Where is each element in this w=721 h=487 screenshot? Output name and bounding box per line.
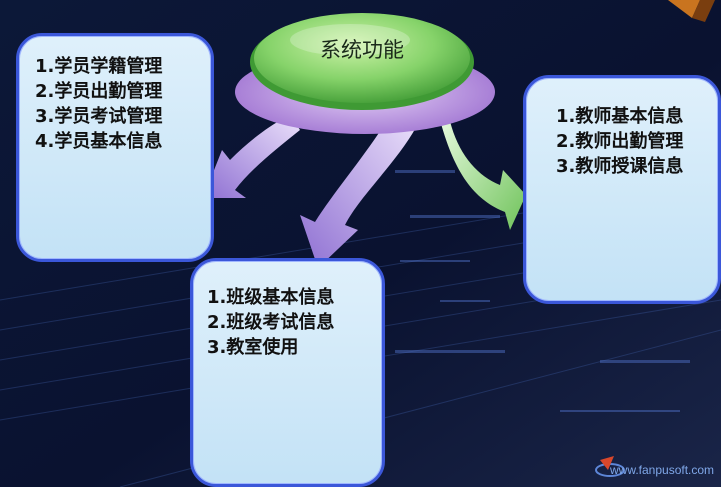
core-disc [235,13,495,134]
teacher-item-2: 2.教师出勤管理 [556,131,684,152]
student-item-1: 1.学员学籍管理 [35,56,163,77]
student-management-box: 1.学员学籍管理 2.学员出勤管理 3.学员考试管理 4.学员基本信息 [16,33,214,262]
teacher-item-1: 1.教师基本信息 [556,106,684,127]
class-item-3: 3.教室使用 [207,337,299,358]
core-label: 系统功能 [320,38,404,62]
student-item-2: 2.学员出勤管理 [35,81,163,102]
class-item-2: 2.班级考试信息 [207,312,335,333]
arrow-to-class-box [300,115,420,268]
student-item-4: 4.学员基本信息 [35,131,163,152]
class-management-box: 1.班级基本信息 2.班级考试信息 3.教室使用 [190,258,385,487]
corner-cube-decoration [668,0,715,22]
student-item-3: 3.学员考试管理 [35,106,163,127]
arrow-to-teacher-box [440,112,526,230]
teacher-item-3: 3.教师授课信息 [556,156,684,177]
watermark-text: www.fanpusoft.com [610,463,715,477]
watermark-logo-icon [595,456,625,477]
class-item-1: 1.班级基本信息 [207,287,335,308]
arrow-to-student-box [203,115,300,198]
teacher-management-box: 1.教师基本信息 2.教师出勤管理 3.教师授课信息 [523,75,721,304]
